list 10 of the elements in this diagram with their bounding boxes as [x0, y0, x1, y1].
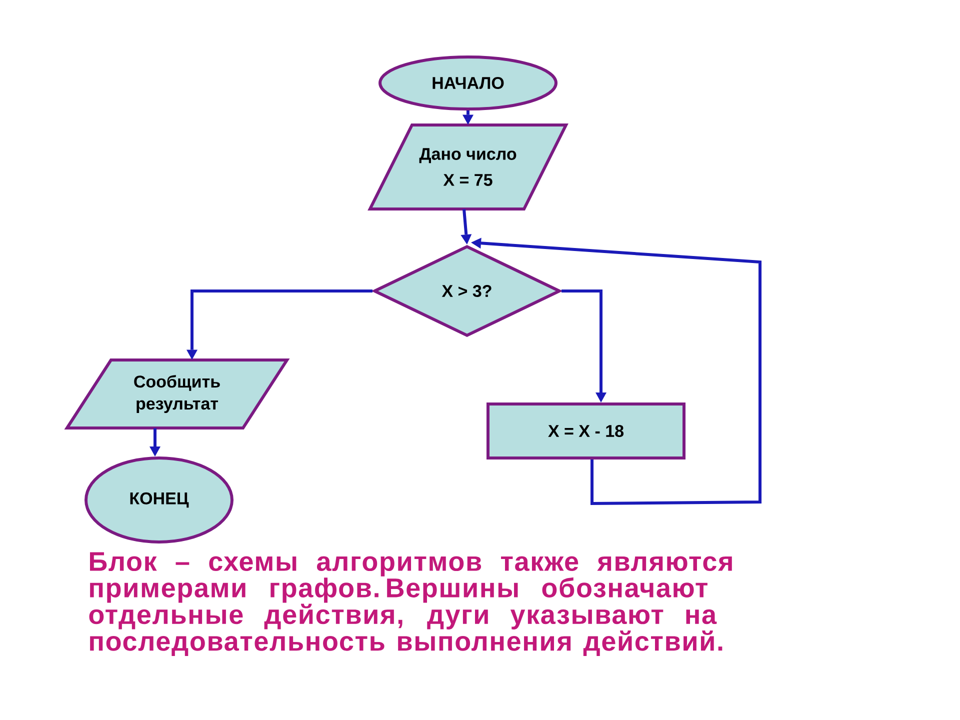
- caption: Блок – схемы алгоритмов также являются примерами графов. Вершины обозначают отдельные действия, дуги указывают на последовательность выполнения действий.: [89, 552, 732, 656]
- arrow: [471, 238, 762, 506]
- arrow: [460, 209, 472, 244]
- start-oval: НАЧАЛО: [378, 56, 558, 110]
- arrow: [150, 428, 160, 456]
- arrow: [462, 110, 474, 125]
- arrow: [186, 290, 372, 360]
- arrow: [562, 290, 606, 402]
- process-box: X = X - 18: [486, 402, 686, 460]
- end-oval: КОНЕЦ: [84, 456, 234, 544]
